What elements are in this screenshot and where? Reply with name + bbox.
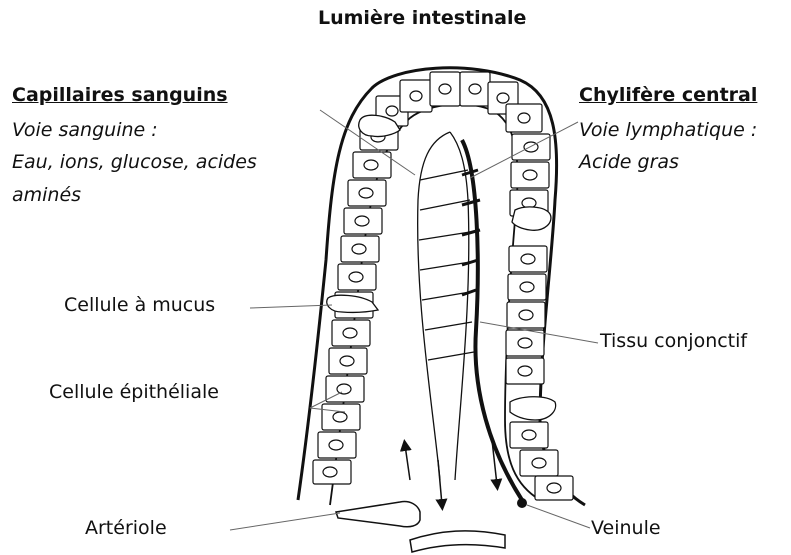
- arteriole-vessel: [336, 502, 420, 527]
- right-cell-column: [506, 134, 573, 500]
- flow-arrow-up: [405, 445, 410, 480]
- connective-tissue-label: Tissu conjonctif: [600, 332, 747, 351]
- top-cell-arc: [376, 72, 542, 132]
- voie-lymphatique-label: Voie lymphatique :: [579, 121, 757, 140]
- goblet-cell-right-upper: [512, 207, 551, 230]
- sanguine-substances-line2: aminés: [12, 186, 81, 205]
- voie-sanguine-label: Voie sanguine :: [12, 121, 158, 140]
- lymphatique-substance: Acide gras: [579, 153, 679, 172]
- goblet-cell-right-lower: [510, 397, 556, 420]
- sanguine-substances-line1: Eau, ions, glucose, acides: [12, 153, 257, 172]
- mucus-cell-label: Cellule à mucus: [64, 296, 215, 315]
- venule-endpoint: [517, 498, 527, 508]
- capillary-network: [418, 132, 474, 480]
- chylifere-heading: Chylifère central: [579, 86, 757, 105]
- epithelial-cell-label: Cellule épithéliale: [49, 383, 219, 402]
- venule-label: Veinule: [591, 519, 661, 538]
- capillaires-heading: Capillaires sanguins: [12, 86, 228, 105]
- leader-veinule: [527, 505, 590, 528]
- base-vessel: [410, 531, 505, 552]
- diagram-title: Lumière intestinale: [318, 9, 526, 28]
- flow-arrow-down-center: [438, 460, 442, 505]
- arteriole-label: Artériole: [85, 519, 167, 538]
- leader-arteriole: [230, 513, 340, 530]
